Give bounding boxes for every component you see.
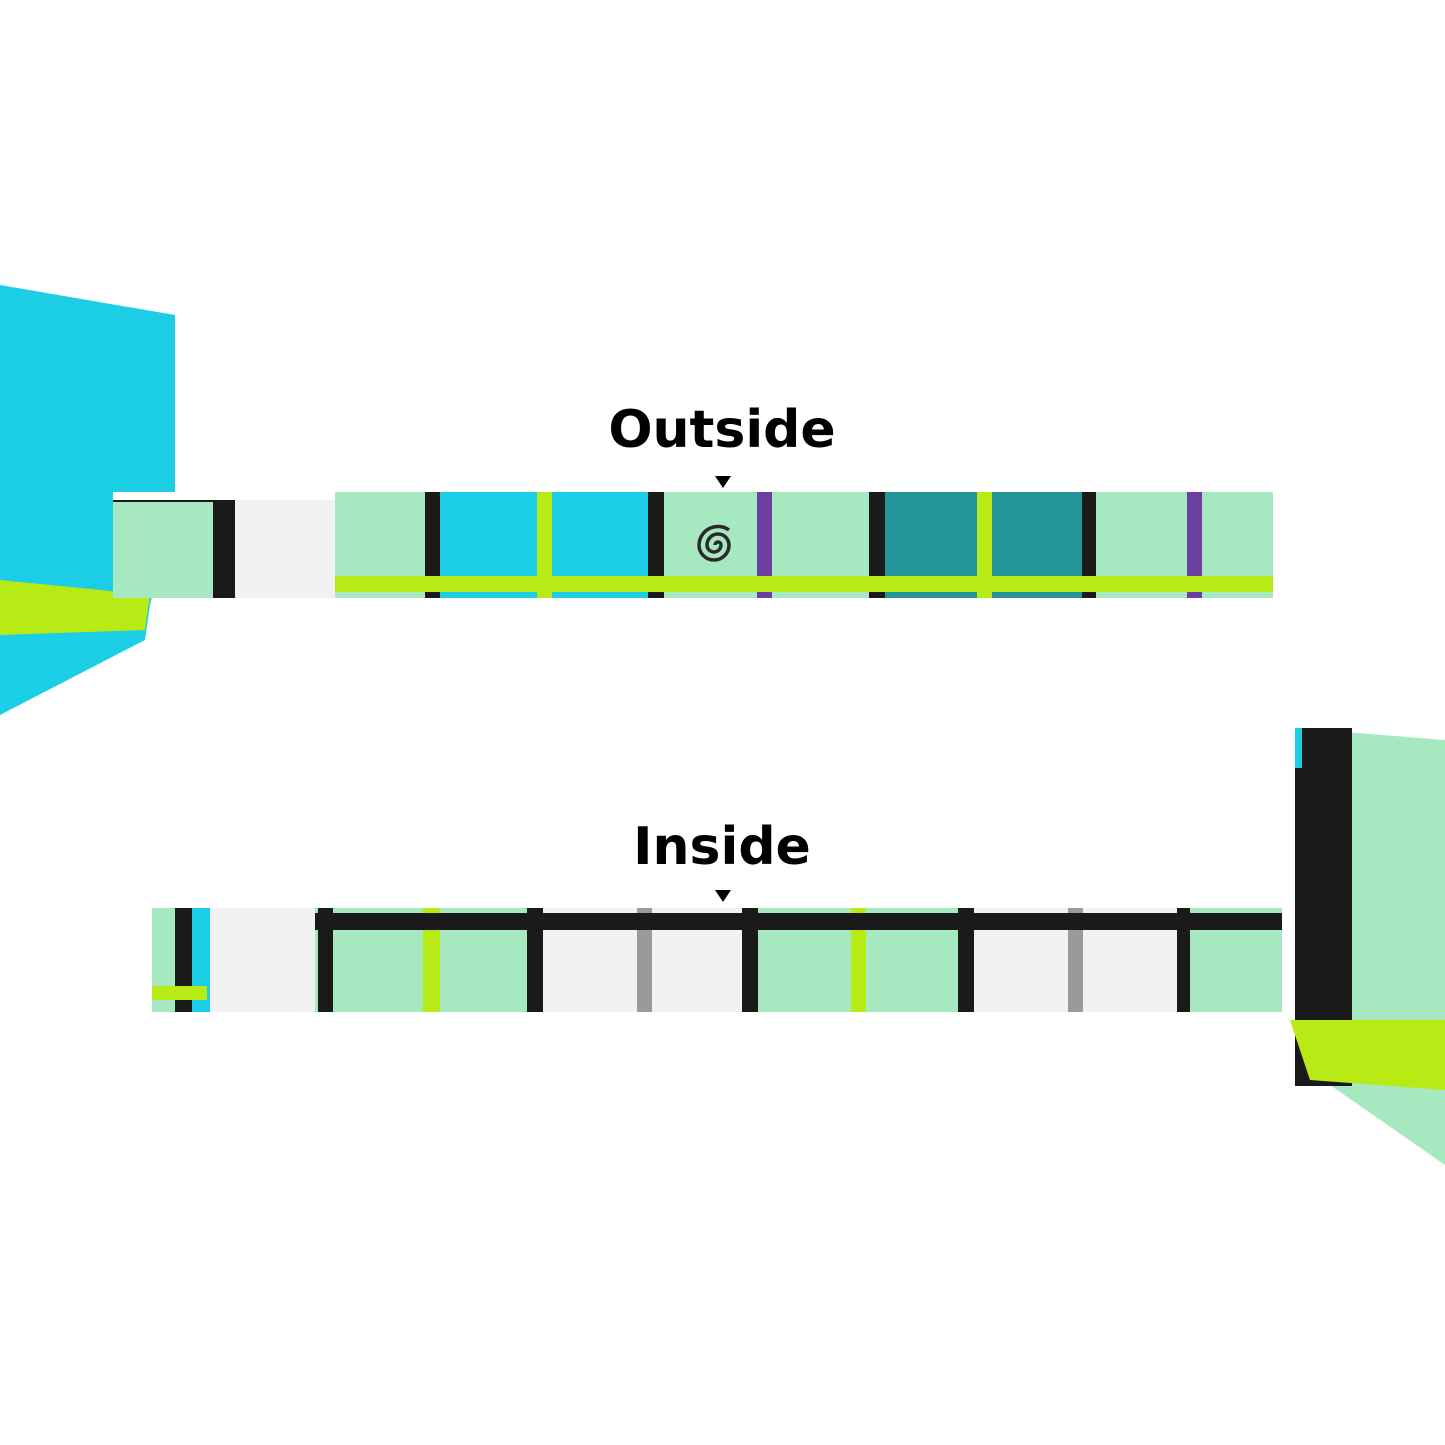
outside-label: Outside [608, 400, 836, 460]
strap-inside [152, 908, 1282, 1012]
inside-label: Inside [633, 817, 811, 877]
spiral-logo-icon [697, 524, 731, 562]
strap-outside [113, 492, 1273, 598]
outside-arrow-icon [715, 476, 731, 488]
bag-cyan-sliver-right [1295, 728, 1302, 768]
bag-lime-stripe-right [1290, 1020, 1445, 1090]
inside-arrow-icon [715, 890, 731, 902]
